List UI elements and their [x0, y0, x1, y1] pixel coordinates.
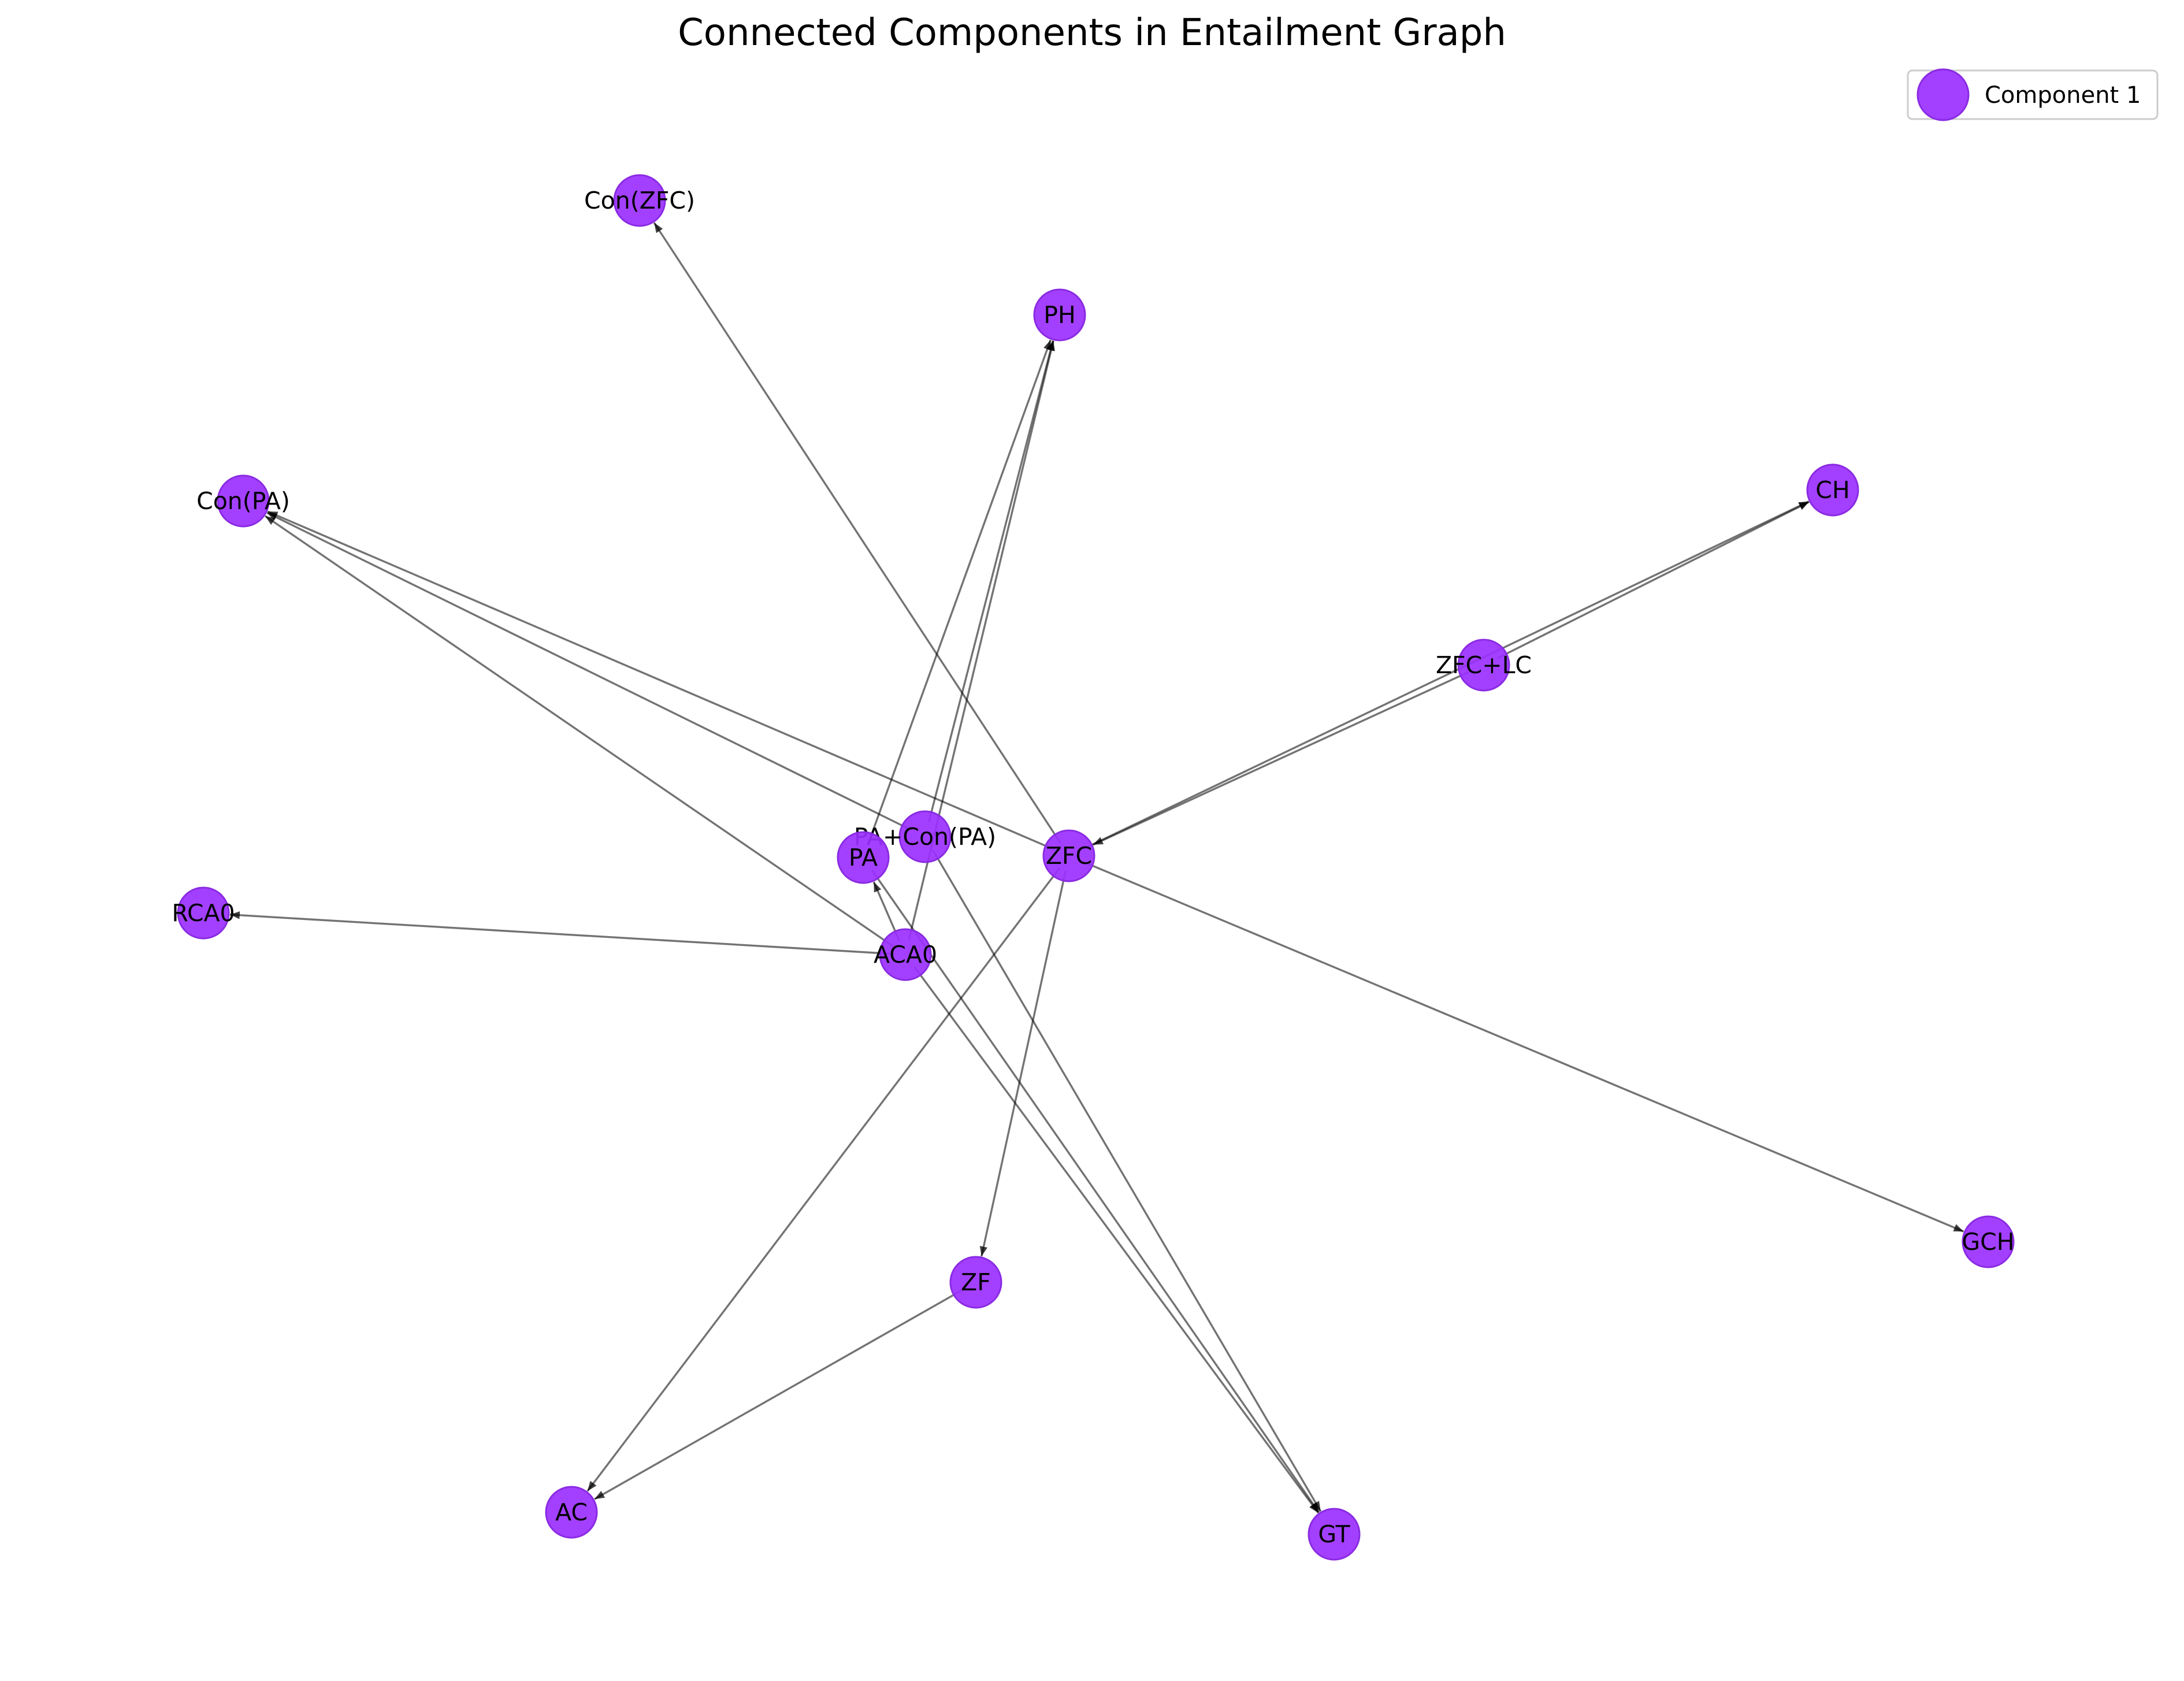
edge-pa-to-ph	[867, 339, 1052, 844]
node-label: RCA0	[172, 899, 235, 927]
edge-zfc-to-con-zfc	[653, 222, 1061, 844]
legend: Component 1	[1907, 68, 2159, 121]
node-gt: GT	[1308, 1508, 1361, 1561]
node-circle	[1962, 1215, 2015, 1268]
edge-zfc-to-ch	[1082, 500, 1810, 851]
node-circle	[1042, 829, 1095, 882]
edge-pa-con-pa-to-ph	[927, 340, 1054, 822]
chart-title: Connected Components in Entailment Graph	[678, 12, 1506, 54]
node-con-zfc: Con(ZFC)	[584, 174, 695, 227]
legend-label: Component 1	[1985, 82, 2141, 109]
node-zfc: ZFC	[1042, 829, 1095, 882]
node-label: CH	[1815, 476, 1849, 504]
edges-layer	[229, 222, 1964, 1514]
node-circle	[217, 474, 270, 528]
node-label: PH	[1043, 301, 1076, 329]
node-gch: GCH	[1962, 1215, 2015, 1268]
node-circle	[613, 174, 666, 227]
node-label: GT	[1318, 1520, 1350, 1548]
node-label: ZFC+LC	[1436, 651, 1532, 679]
node-label: ZFC	[1046, 842, 1092, 870]
node-label: Con(PA)	[196, 487, 290, 515]
node-label: PA	[849, 844, 878, 871]
node-circle	[898, 810, 952, 863]
node-circle	[1308, 1508, 1361, 1561]
node-circle	[177, 886, 230, 940]
edge-zfc-to-zf	[979, 870, 1067, 1257]
node-label: ZF	[961, 1268, 991, 1296]
node-ch: CH	[1806, 463, 1859, 517]
edge-zfc-lc-to-ch	[1496, 501, 1810, 659]
edge-pa-to-gt	[871, 869, 1320, 1513]
legend-marker	[1916, 68, 1970, 121]
node-label: GCH	[1962, 1228, 2014, 1256]
node-pa-con-pa: PA+Con(PA)	[854, 810, 996, 863]
node-zf: ZF	[949, 1256, 1002, 1309]
edge-zfc-lc-to-zfc	[1093, 670, 1470, 846]
node-circle	[545, 1486, 598, 1539]
edge-zfc-to-ac	[586, 867, 1061, 1492]
edge-zfc-to-gch	[1082, 860, 1964, 1233]
node-rca0: RCA0	[172, 886, 235, 940]
edge-pa-con-pa-to-gt	[931, 849, 1322, 1512]
edge-zfc-to-con-pa	[267, 510, 1056, 851]
node-zfc-lc: ZFC+LC	[1436, 639, 1532, 692]
node-label: AC	[555, 1498, 588, 1526]
node-circle	[837, 831, 890, 884]
node-circle	[1806, 463, 1859, 517]
node-circle	[879, 928, 932, 981]
node-circle	[1033, 288, 1086, 342]
node-ac: AC	[545, 1486, 598, 1539]
edge-aca0-to-con-pa	[264, 515, 894, 947]
edge-pa-con-pa-to-con-pa	[266, 511, 912, 831]
node-label: ACA0	[874, 941, 937, 968]
node-ph: PH	[1033, 288, 1086, 342]
edge-aca0-to-gt	[913, 966, 1320, 1514]
nodes-layer: Con(ZFC) PH Con(PA) CH ZFC+LC PA+Con(PA)PA ZFC…	[172, 174, 2015, 1561]
node-circle	[1457, 639, 1510, 692]
node-aca0: ACA0	[874, 928, 937, 981]
node-label: Con(ZFC)	[584, 187, 695, 214]
node-circle	[949, 1256, 1002, 1309]
edge-aca0-to-rca0	[229, 911, 890, 955]
edge-zf-to-ac	[594, 1289, 963, 1500]
node-pa: PA	[837, 831, 890, 884]
legend-frame	[1907, 69, 2159, 120]
node-con-pa: Con(PA)	[196, 474, 290, 528]
